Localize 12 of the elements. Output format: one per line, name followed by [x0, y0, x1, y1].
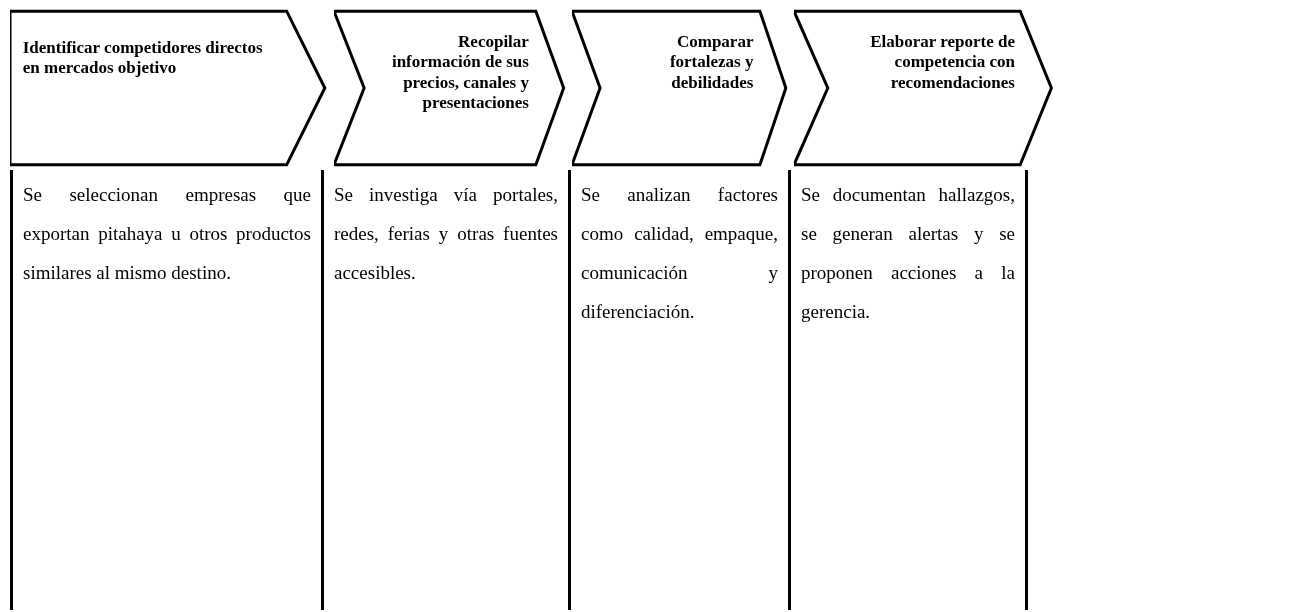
process-chevron	[334, 8, 566, 168]
process-chevron	[572, 8, 788, 168]
step-title: Comparar fortalezas y debilidades	[668, 32, 754, 94]
process-chevron	[10, 8, 328, 168]
step-title: Recopilar información de sus precios, canales y presentaciones	[390, 32, 529, 114]
step-description: Se documentan hallazgos, se generan alertas y se proponen acciones a la gerencia.	[801, 183, 1015, 324]
step-description: Se analizan factores como calidad, empaque, comunicación y diferenciación.	[581, 183, 778, 324]
step-description: Se investiga vía portales, redes, ferias y otras fuentes accesibles.	[334, 183, 558, 285]
process-chevron	[794, 8, 1054, 168]
step-title: Elaborar reporte de competencia con recomendaciones	[869, 32, 1015, 94]
step-title: Identificar competidores directos en mercados objetivo	[22, 38, 264, 79]
step-description: Se seleccionan empresas que exportan pitahaya u otros productos similares al mismo destino.	[23, 183, 311, 285]
